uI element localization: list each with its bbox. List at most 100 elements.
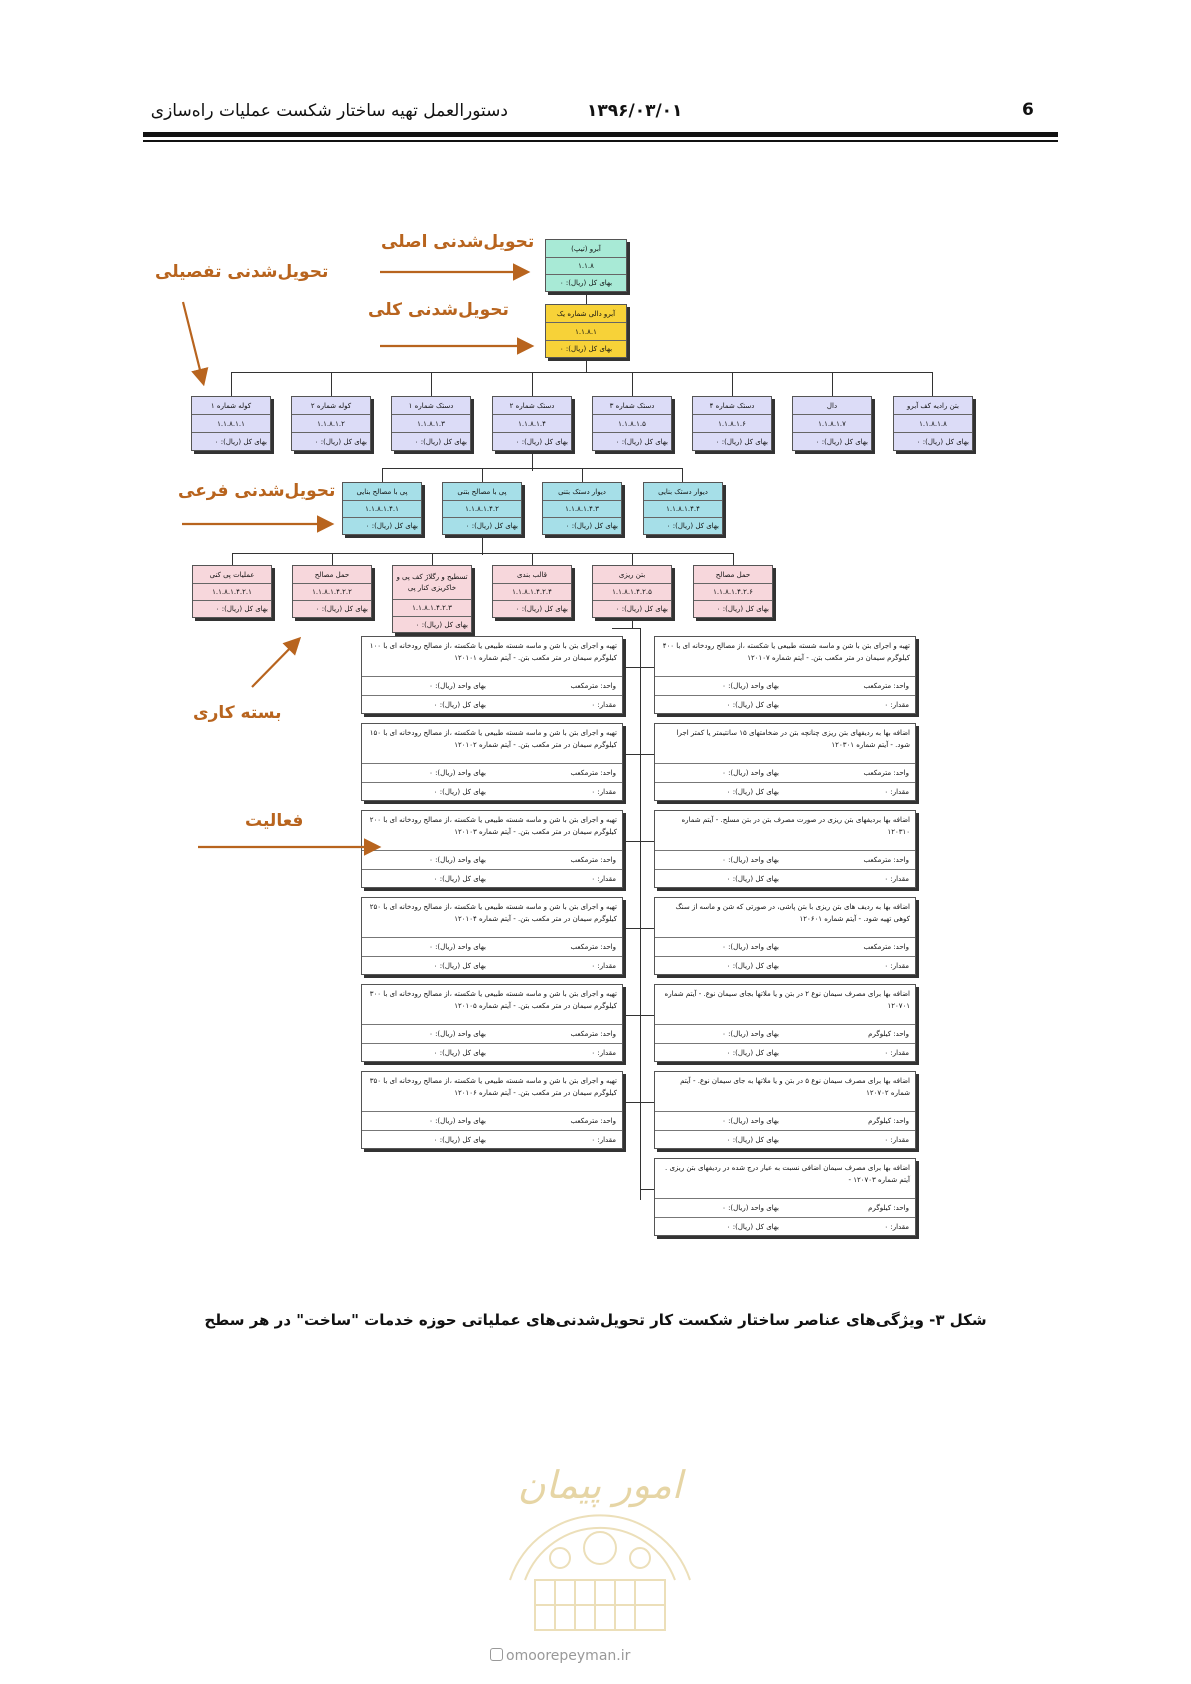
activity-card[interactable]: تهیه و اجرای بتن با شن و ماسه شسته طبیعی… [361, 810, 623, 888]
node-cost: بهای کل (ریال): ۰ [815, 437, 868, 446]
node-cost: بهای کل (ریال): ۰ [215, 605, 268, 613]
instagram-icon [490, 1648, 503, 1661]
activity-total: بهای کل (ریال): ۰ [726, 875, 779, 883]
wbs-node-level5[interactable]: حمل مصالح ۱.۱.۸.۱.۴.۲.۲ بهای کل (ریال): … [292, 565, 372, 618]
wbs-node-level3[interactable]: دستک شماره ۲ ۱.۱.۸.۱.۴ بهای کل (ریال): ۰ [492, 396, 572, 451]
node-cost: بهای کل (ریال): ۰ [916, 437, 969, 446]
connector [532, 372, 533, 396]
activity-unit: واحد: مترمکعب [863, 943, 910, 951]
activity-unit: واحد: مترمکعب [570, 1117, 617, 1125]
activity-total: بهای کل (ریال): ۰ [726, 1136, 779, 1144]
activity-card[interactable]: تهیه و اجرای بتن با شن و ماسه شسته طبیعی… [361, 897, 623, 975]
activity-total: بهای کل (ریال): ۰ [433, 1049, 486, 1057]
connector [632, 618, 633, 628]
connector [332, 553, 333, 565]
node-code: ۱.۱.۸.۱.۴.۲.۵ [593, 584, 671, 601]
activity-description: تهیه و اجرای بتن با شن و ماسه شسته طبیعی… [362, 1072, 622, 1112]
node-name: پی با مصالح بنایی [343, 483, 421, 501]
node-name: کوله شماره ۲ [292, 397, 370, 415]
node-cost: بهای کل (ریال): ۰ [565, 522, 618, 530]
wbs-node-level4[interactable]: دیوار دستک بتنی ۱.۱.۸.۱.۴.۳ بهای کل (ریا… [542, 482, 622, 535]
connector [331, 372, 332, 396]
node-cost: بهای کل (ریال): ۰ [315, 605, 368, 613]
wbs-node-level3[interactable]: دستک شماره ۳ ۱.۱.۸.۱.۵ بهای کل (ریال): ۰ [592, 396, 672, 451]
activity-total: بهای کل (ریال): ۰ [726, 788, 779, 796]
label-sub-deliverable: تحویل‌شدنی فرعی [178, 481, 336, 501]
activity-quantity: مقدار: ۰ [591, 875, 616, 883]
wbs-node-level3[interactable]: دستک شماره ۱ ۱.۱.۸.۱.۳ بهای کل (ریال): ۰ [391, 396, 471, 451]
connector [640, 667, 654, 668]
node-name: دال [793, 397, 871, 415]
activity-description: اضافه بها به ردیفهای بتن ریزی چنانچه بتن… [655, 724, 915, 764]
wbs-node-level5[interactable]: بتن ریزی ۱.۱.۸.۱.۴.۲.۵ بهای کل (ریال): ۰ [592, 565, 672, 618]
wbs-node-level5[interactable]: عملیات پی کنی ۱.۱.۸.۱.۴.۲.۱ بهای کل (ریا… [192, 565, 272, 618]
header-rule-thick [143, 132, 1058, 137]
node-code: ۱.۱.۸.۱.۸ [894, 415, 972, 433]
node-code: ۱.۱.۸.۱.۷ [793, 415, 871, 433]
connector [733, 553, 734, 565]
wbs-node-level5[interactable]: قالب بندی ۱.۱.۸.۱.۴.۲.۴ بهای کل (ریال): … [492, 565, 572, 618]
activity-quantity: مقدار: ۰ [591, 701, 616, 709]
wbs-node-level2[interactable]: آبرو دالی شماره یک ۱.۱.۸.۱ بهای کل (ریال… [545, 304, 627, 358]
activity-card[interactable]: اضافه بها به ردیفهای بتن ریزی چنانچه بتن… [654, 723, 916, 801]
connector [640, 1015, 654, 1016]
wbs-node-level3[interactable]: دال ۱.۱.۸.۱.۷ بهای کل (ریال): ۰ [792, 396, 872, 451]
activity-card[interactable]: تهیه و اجرای بتن با شن و ماسه شسته طبیعی… [654, 636, 916, 714]
activity-total: بهای کل (ریال): ۰ [433, 788, 486, 796]
node-cost: بهای کل (ریال): ۰ [415, 620, 468, 629]
activity-card[interactable]: تهیه و اجرای بتن با شن و ماسه شسته طبیعی… [361, 1071, 623, 1149]
activity-unit-price: بهای واحد (ریال): ۰ [722, 943, 779, 951]
node-name: بتن ریزی [593, 566, 671, 584]
node-code: ۱.۱.۸.۱.۴.۲.۳ [393, 600, 471, 617]
node-code: ۱.۱.۸.۱.۴.۲.۲ [293, 584, 371, 601]
node-code: ۱.۱.۸.۱.۲ [292, 415, 370, 433]
node-code: ۱.۱.۸.۱.۴.۲.۶ [694, 584, 772, 601]
activity-unit: واحد: مترمکعب [570, 943, 617, 951]
activity-unit-price: بهای واحد (ریال): ۰ [722, 1204, 779, 1212]
wbs-node-level4[interactable]: پی با مصالح بنایی ۱.۱.۸.۱.۴.۱ بهای کل (ر… [342, 482, 422, 535]
activity-quantity: مقدار: ۰ [884, 1223, 909, 1231]
node-cost: بهای کل (ریال): ۰ [715, 437, 768, 446]
document-date: ۱۳۹۶/۰۳/۰۱ [587, 101, 683, 121]
wbs-node-level5[interactable]: تسطیح و رگلاژ کف پی و خاکریزی کنار پی ۱.… [392, 565, 472, 633]
website-watermark: omoorepeyman.ir [490, 1648, 630, 1664]
activity-total: بهای کل (ریال): ۰ [433, 875, 486, 883]
arrow-work-package [251, 636, 302, 688]
activity-card[interactable]: اضافه بها به ردیف های بتن ریزی با بتن پا… [654, 897, 916, 975]
wbs-node-level4[interactable]: دیوار دستک بنایی ۱.۱.۸.۱.۴.۴ بهای کل (ری… [643, 482, 723, 535]
node-cost: بهای کل (ریال): ۰ [414, 437, 467, 446]
node-code: ۱.۱.۸.۱ [546, 323, 626, 341]
node-name: عملیات پی کنی [193, 566, 271, 584]
activity-card[interactable]: تهیه و اجرای بتن با شن و ماسه شسته طبیعی… [361, 984, 623, 1062]
connector [640, 841, 654, 842]
connector [732, 372, 733, 396]
wbs-node-level3[interactable]: کوله شماره ۲ ۱.۱.۸.۱.۲ بهای کل (ریال): ۰ [291, 396, 371, 451]
activity-card[interactable]: اضافه بها برای مصرف سیمان نوع ۲ در بتن و… [654, 984, 916, 1062]
activity-unit-price: بهای واحد (ریال): ۰ [429, 1030, 486, 1038]
node-cost: بهای کل (ریال): ۰ [716, 605, 769, 613]
node-code: ۱.۱.۸.۱.۴ [493, 415, 571, 433]
wbs-node-level4[interactable]: پی با مصالح بتنی ۱.۱.۸.۱.۴.۲ بهای کل (ری… [442, 482, 522, 535]
label-main-deliverable: تحویل‌شدنی اصلی [381, 232, 535, 252]
activity-card[interactable]: اضافه بها برای مصرف سیمان اضافی نسبت به … [654, 1158, 916, 1236]
connector [482, 535, 483, 555]
figure-caption: شکل ۳- ویژگی‌های عناصر ساختار شکست کار ت… [204, 1311, 987, 1329]
node-name: دیوار دستک بنایی [644, 483, 722, 501]
wbs-node-level3[interactable]: بتن رادیه کف آبرو ۱.۱.۸.۱.۸ بهای کل (ریا… [893, 396, 973, 451]
node-name: تسطیح و رگلاژ کف پی و خاکریزی کنار پی [393, 566, 471, 600]
connector [640, 928, 654, 929]
wbs-node-level3[interactable]: کوله شماره ۱ ۱.۱.۸.۱.۱ بهای کل (ریال): ۰ [191, 396, 271, 451]
page-number: 6 [1022, 100, 1034, 120]
activity-card[interactable]: اضافه بها بردیفهای بتن ریزی در صورت مصرف… [654, 810, 916, 888]
wbs-node-level1[interactable]: آبرو (تیپ) ۱.۱.۸ بهای کل (ریال): ۰ [545, 239, 627, 292]
activity-card[interactable]: تهیه و اجرای بتن با شن و ماسه شسته طبیعی… [361, 723, 623, 801]
node-cost: بهای کل (ریال): ۰ [615, 437, 668, 446]
activity-quantity: مقدار: ۰ [884, 1049, 909, 1057]
wbs-node-level3[interactable]: دستک شماره ۴ ۱.۱.۸.۱.۶ بهای کل (ریال): ۰ [692, 396, 772, 451]
wbs-node-level5[interactable]: حمل مصالح ۱.۱.۸.۱.۴.۲.۶ بهای کل (ریال): … [693, 565, 773, 618]
arrow-detailed-deliverable [181, 301, 209, 387]
node-name: پی با مصالح بتنی [443, 483, 521, 501]
activity-card[interactable]: اضافه بها برای مصرف سیمان نوع ۵ در بتن و… [654, 1071, 916, 1149]
node-code: ۱.۱.۸.۱.۴.۲.۱ [193, 584, 271, 601]
activity-card[interactable]: تهیه و اجرای بتن با شن و ماسه شسته طبیعی… [361, 636, 623, 714]
